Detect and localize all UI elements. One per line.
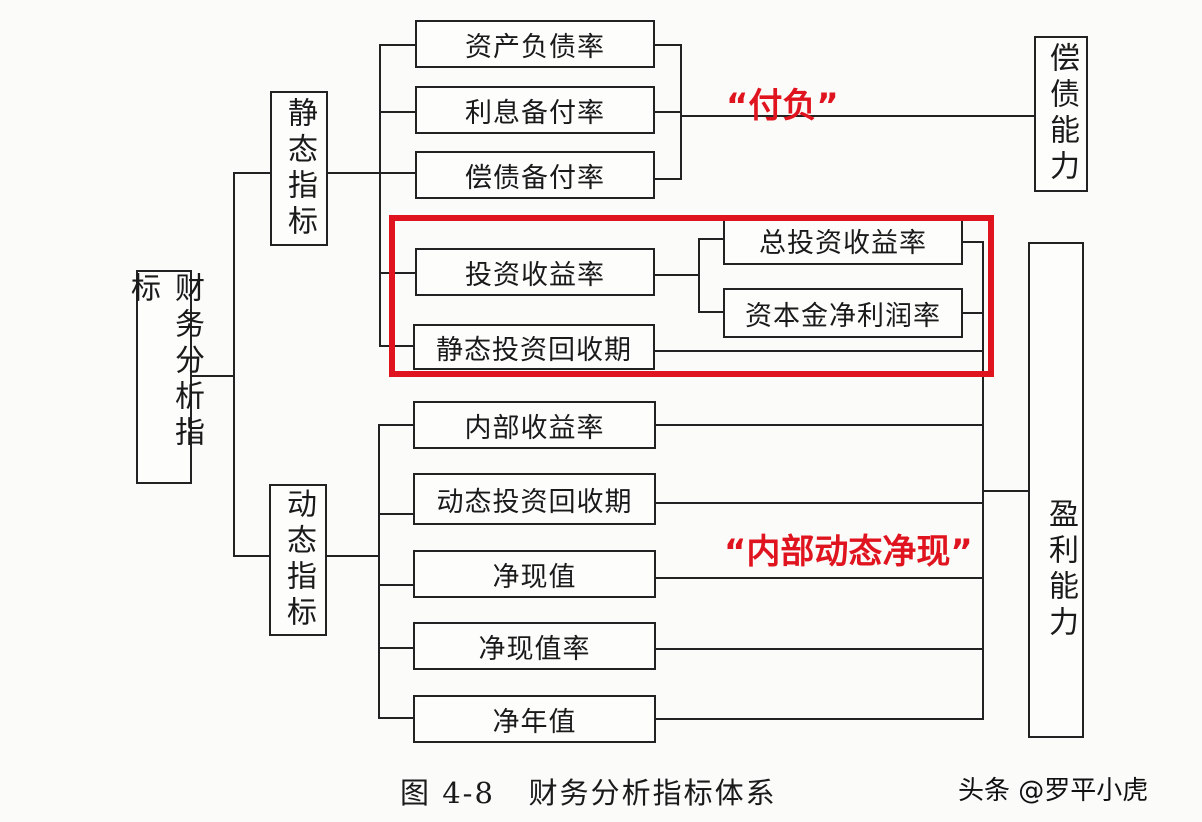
connector (698, 311, 724, 313)
connector (378, 717, 414, 719)
connector (378, 584, 414, 586)
node-net-present-value: 净现值 (413, 550, 656, 598)
connector (233, 172, 235, 556)
solvency-mnemonic-annotation: “付负” (726, 86, 839, 126)
connector (698, 238, 724, 240)
figure-caption: 图 4-8 财务分析指标体系 (400, 776, 777, 810)
node-return-on-investment: 投资收益率 (415, 248, 655, 296)
node-net-annual-value: 净年值 (413, 695, 656, 743)
solvency-capability-node: 偿债能力 (1034, 36, 1088, 192)
connector (379, 44, 415, 46)
connector (982, 490, 1028, 492)
node-internal-rate-of-return: 内部收益率 (413, 401, 656, 449)
node-dynamic-payback-period: 动态投资回收期 (413, 473, 656, 525)
static-indicators-node: 静态指标 (270, 91, 328, 246)
connector (328, 172, 380, 174)
connector (379, 272, 415, 274)
connector (378, 513, 414, 515)
connector (192, 375, 234, 377)
connector (656, 648, 983, 650)
connector (378, 424, 414, 426)
connector (963, 241, 983, 243)
node-interest-coverage-ratio: 利息备付率 (415, 86, 655, 134)
dynamic-indicators-node: 动态指标 (269, 484, 327, 636)
connector (698, 238, 700, 312)
connector (656, 718, 983, 720)
connector (655, 111, 681, 113)
connector (327, 555, 379, 557)
connector (655, 44, 681, 46)
node-debt-service-coverage-ratio: 偿债备付率 (415, 151, 655, 199)
connector (378, 647, 414, 649)
node-asset-liability-ratio: 资产负债率 (415, 20, 655, 68)
connector (680, 115, 1035, 117)
connector (655, 178, 681, 180)
static-profitability-highlight (389, 215, 994, 377)
node-equity-net-profit-rate: 资本金净利润率 (723, 288, 963, 338)
profitability-mnemonic-annotation: “内部动态净现” (724, 532, 973, 572)
node-net-present-value-ratio: 净现值率 (413, 622, 656, 670)
profitability-capability-node: 盈利能力 (1028, 242, 1084, 738)
connector (233, 172, 271, 174)
connector (379, 44, 381, 345)
connector (655, 350, 983, 352)
connector (379, 111, 415, 113)
connector (963, 312, 983, 314)
connector (656, 502, 983, 504)
connector (982, 241, 984, 720)
connector (680, 44, 682, 180)
connector (655, 274, 699, 276)
watermark: 头条 @罗平小虎 (958, 776, 1149, 806)
connector (378, 424, 380, 718)
root-node-financial-analysis: 财务分析指标 (125, 270, 204, 484)
connector (656, 424, 983, 426)
connector (379, 172, 415, 174)
node-static-payback-period: 静态投资回收期 (413, 324, 655, 370)
connector (233, 555, 269, 557)
connector (379, 345, 415, 347)
connector (656, 577, 983, 579)
